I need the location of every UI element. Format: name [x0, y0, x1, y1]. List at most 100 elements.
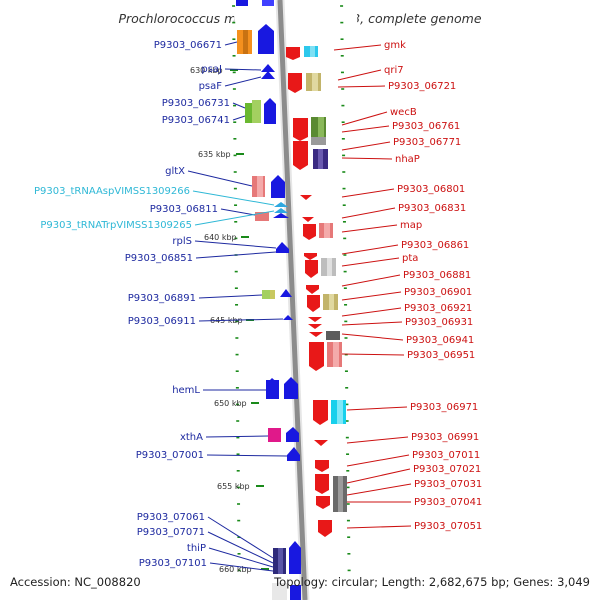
gene-arrow[interactable]	[287, 447, 300, 461]
gene-label[interactable]: P9303_07051	[414, 521, 482, 532]
leader-line	[337, 69, 382, 81]
gene-arrow[interactable]	[261, 64, 275, 72]
gene-arrow[interactable]	[288, 73, 302, 93]
gene-label[interactable]: P9303_06741	[162, 115, 230, 126]
gene-label[interactable]: psaF	[199, 81, 223, 92]
gene-label[interactable]: P9303_06761	[392, 121, 460, 132]
gene-block[interactable]	[266, 380, 279, 399]
gene-label[interactable]: P9303_06891	[128, 293, 196, 304]
gene-block[interactable]	[258, 31, 274, 54]
gene-block[interactable]	[245, 103, 253, 123]
gene-arrow[interactable]	[304, 253, 317, 260]
left-strand-features	[236, 0, 301, 600]
gene-label[interactable]: P9303_07011	[412, 450, 480, 461]
gene-label[interactable]: P9303_06831	[398, 203, 466, 214]
gene-label[interactable]: P9303_07101	[139, 558, 207, 569]
gene-arrow[interactable]	[306, 285, 319, 294]
gene-label[interactable]: P9303_06971	[410, 402, 478, 413]
gene-label[interactable]: map	[400, 220, 422, 231]
gene-block[interactable]	[286, 433, 299, 442]
gene-label[interactable]: P9303_06901	[404, 287, 472, 298]
gene-label[interactable]: P9303_06991	[411, 432, 479, 443]
gene-label[interactable]: rplS	[172, 236, 192, 247]
gene-label[interactable]: thiP	[187, 543, 206, 554]
left-label-leaders	[187, 41, 288, 572]
gene-label[interactable]: wecB	[390, 107, 417, 118]
gene-label[interactable]: P9303_tRNATrpVIMSS1309265	[40, 220, 192, 231]
gene-arrow[interactable]	[313, 400, 328, 425]
gene-label[interactable]: P9303_07041	[414, 497, 482, 508]
trna-arrow[interactable]	[274, 202, 288, 207]
gene-arrow[interactable]	[302, 217, 314, 222]
gene-label[interactable]: hemL	[172, 385, 200, 396]
gene-label[interactable]: P9303_06941	[406, 335, 474, 346]
leader-line	[341, 291, 402, 301]
gene-arrow[interactable]	[315, 460, 329, 472]
leader-line	[206, 454, 288, 457]
gene-label[interactable]: P9303_06921	[404, 303, 472, 314]
leader-line	[341, 111, 388, 126]
gene-block[interactable]	[271, 182, 285, 198]
gene-arrow[interactable]	[315, 474, 329, 494]
gene-label[interactable]: P9303_07021	[413, 464, 481, 475]
gene-arrow[interactable]	[293, 118, 308, 141]
gene-label[interactable]: P9303_tRNAAspVIMSS1309266	[34, 186, 190, 197]
gene-arrow[interactable]	[318, 520, 332, 537]
gene-arrow[interactable]	[308, 317, 322, 322]
gene-block[interactable]	[264, 104, 276, 124]
leader-line	[232, 102, 246, 109]
gene-arrow[interactable]	[303, 224, 316, 240]
gene-label[interactable]: pta	[402, 253, 418, 264]
gene-label[interactable]: nhaP	[395, 154, 420, 165]
gene-label[interactable]: P9303_07061	[137, 512, 205, 523]
gene-label[interactable]: P9303_07071	[137, 527, 205, 538]
gene-arrow[interactable]	[309, 342, 324, 371]
gene-label[interactable]: qri7	[384, 65, 404, 76]
gene-block[interactable]	[289, 548, 301, 574]
gene-label[interactable]: P9303_07031	[414, 479, 482, 490]
gene-arrow[interactable]	[307, 295, 320, 312]
gene-label[interactable]: P9303_06881	[403, 270, 471, 281]
gene-arrow[interactable]	[276, 242, 289, 253]
gene-block[interactable]	[284, 384, 298, 399]
gene-label[interactable]: P9303_06671	[154, 40, 222, 51]
gene-label[interactable]: gltX	[165, 166, 185, 177]
gene-label[interactable]: P9303_06771	[393, 137, 461, 148]
gene-arrow[interactable]	[314, 440, 328, 446]
gene-block[interactable]	[268, 428, 281, 442]
trna-arrow[interactable]	[274, 208, 288, 213]
gene-arrow[interactable]	[316, 496, 330, 509]
leader-line	[341, 353, 405, 356]
gene-label[interactable]: xthA	[180, 432, 203, 443]
gene-label[interactable]: P9303_06721	[388, 81, 456, 92]
gene-block[interactable]	[255, 212, 269, 221]
gene-label[interactable]: P9303_06931	[405, 317, 473, 328]
gene-label[interactable]: P9303_06731	[162, 98, 230, 109]
leader-line	[341, 333, 404, 341]
gene-label[interactable]: P9303_06951	[407, 350, 475, 361]
gene-label[interactable]: psaJ	[201, 64, 222, 75]
gene-label[interactable]: P9303_06811	[150, 204, 218, 215]
gene-label[interactable]: P9303_06861	[401, 240, 469, 251]
left-gene-labels: P9303_06671 psaJ psaF P9303_06731P9303_0674…	[34, 40, 230, 569]
gene-arrow[interactable]	[309, 332, 323, 337]
gene-arrow[interactable]	[283, 315, 293, 320]
leader-line	[341, 224, 398, 233]
gene-block[interactable]	[262, 290, 270, 299]
gene-label[interactable]: P9303_06851	[125, 253, 193, 264]
kbp-label-660: 660 kbp	[219, 565, 252, 574]
gene-arrow[interactable]	[286, 47, 300, 60]
gene-label[interactable]: gmk	[384, 40, 406, 51]
gene-label[interactable]: P9303_07001	[136, 450, 204, 461]
gene-label[interactable]: P9303_06801	[397, 184, 465, 195]
kbp-label-650: 650 kbp	[214, 399, 247, 408]
leader-line	[346, 468, 411, 484]
leader-line	[209, 562, 274, 572]
leader-line	[192, 190, 275, 206]
gene-arrow[interactable]	[305, 260, 318, 278]
gene-label[interactable]: P9303_06911	[128, 316, 196, 327]
gene-arrow[interactable]	[261, 71, 275, 79]
leader-line	[346, 525, 412, 529]
gene-arrow[interactable]	[300, 195, 312, 200]
